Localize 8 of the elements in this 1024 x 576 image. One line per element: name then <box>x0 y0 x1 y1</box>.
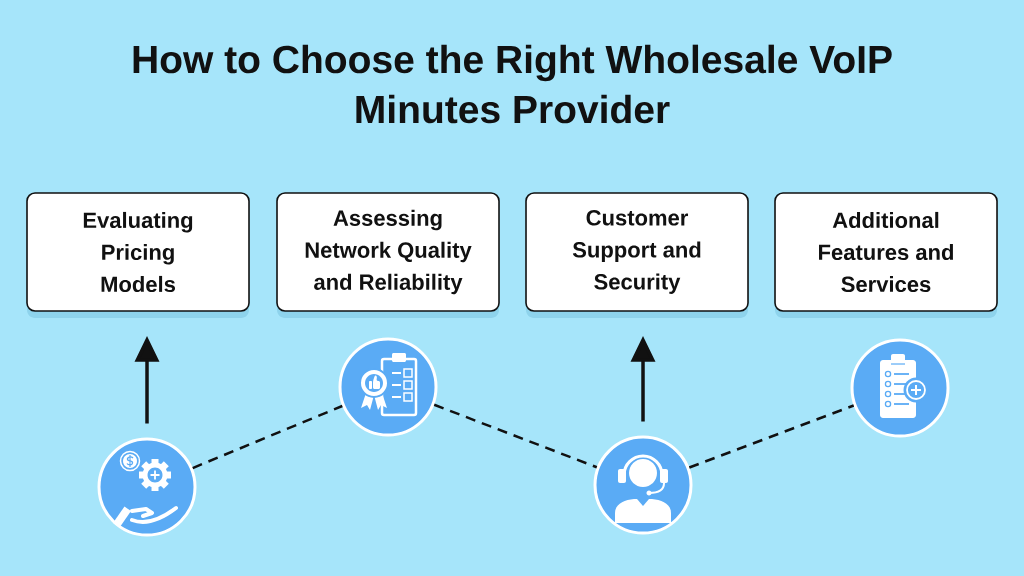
text-box: Customer Support and Security <box>525 192 749 318</box>
title: How to Choose the Right Wholesale VoIP Minutes Provider <box>133 44 892 124</box>
dashed-line <box>433 403 598 469</box>
dashed-line <box>688 404 855 469</box>
text-box: Evaluating Pricing Models <box>26 192 250 318</box>
text-box: Assessing Network Quality and Reliability <box>276 192 500 318</box>
text-box: Additional Features and Services <box>774 192 998 318</box>
dashed-line <box>192 404 343 470</box>
